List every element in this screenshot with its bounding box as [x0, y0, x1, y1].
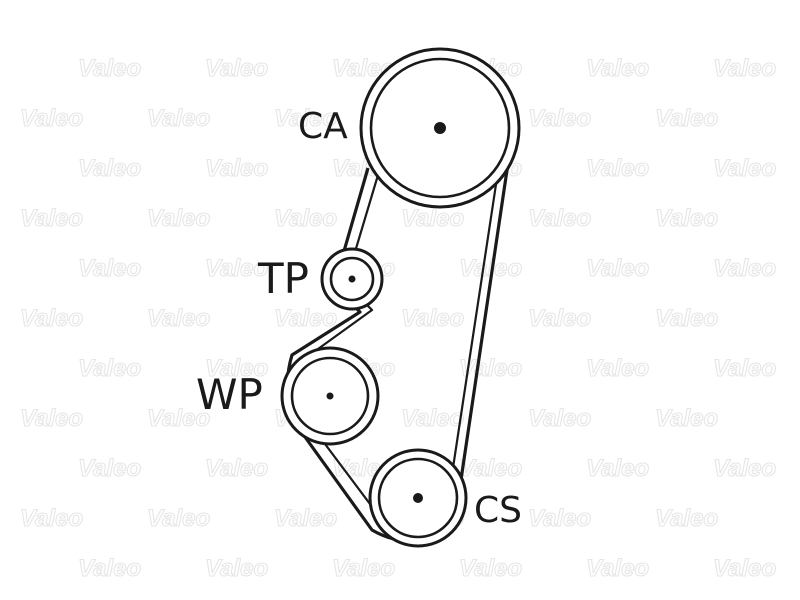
watermark-logo: Valeo: [655, 305, 718, 332]
watermark-logo: Valeo: [332, 555, 395, 582]
watermark-logo: Valeo: [459, 455, 522, 482]
label-tensioner: TP: [257, 254, 309, 303]
watermark-logo: Valeo: [713, 55, 776, 82]
watermark-logo: Valeo: [20, 305, 83, 332]
watermark-logo: Valeo: [78, 455, 141, 482]
watermark-logo: Valeo: [586, 455, 649, 482]
watermark-logo: Valeo: [713, 155, 776, 182]
watermark-logo: Valeo: [78, 255, 141, 282]
label-camshaft: CA: [298, 106, 348, 147]
crankshaft-hub-icon: [413, 493, 423, 503]
water-pump-hub-icon: [326, 392, 334, 400]
watermark-logo: Valeo: [655, 405, 718, 432]
watermark-logo: Valeo: [205, 455, 268, 482]
watermark-logo: Valeo: [205, 55, 268, 82]
watermark-logo: Valeo: [274, 205, 337, 232]
watermark-logo: Valeo: [655, 105, 718, 132]
watermark-logo: Valeo: [528, 105, 591, 132]
watermark-logo: Valeo: [20, 105, 83, 132]
watermark-logo: Valeo: [586, 355, 649, 382]
watermark-logo: Valeo: [78, 155, 141, 182]
camshaft-hub-icon: [434, 122, 446, 134]
watermark-logo: Valeo: [205, 555, 268, 582]
camshaft-pulley: [359, 47, 521, 209]
watermark-logo: Valeo: [205, 355, 268, 382]
watermark-logo: Valeo: [586, 155, 649, 182]
watermark-logo: Valeo: [274, 505, 337, 532]
watermark-logo: Valeo: [147, 105, 210, 132]
watermark-logo: Valeo: [713, 255, 776, 282]
watermark-logo: Valeo: [274, 105, 337, 132]
watermark-logo: Valeo: [147, 205, 210, 232]
tensioner-pulley: [320, 247, 384, 311]
watermark-logo: Valeo: [274, 305, 337, 332]
tensioner-hub-icon: [348, 275, 356, 283]
crankshaft-pulley: [368, 448, 468, 548]
watermark-logo: Valeo: [147, 305, 210, 332]
watermark-logo: Valeo: [586, 555, 649, 582]
watermark-logo: Valeo: [78, 355, 141, 382]
watermark-logo: Valeo: [655, 505, 718, 532]
label-crankshaft: CS: [474, 490, 522, 531]
water-pump-pulley: [280, 346, 380, 446]
water-pump-pulley-groove: [290, 356, 370, 436]
crankshaft-pulley-groove: [377, 457, 459, 539]
watermark-logo: Valeo: [586, 55, 649, 82]
watermark-logo: Valeo: [713, 455, 776, 482]
tensioner-pulley-groove: [329, 256, 375, 302]
watermark-logo: Valeo: [205, 255, 268, 282]
watermark-logo: Valeo: [459, 555, 522, 582]
watermark-logo: Valeo: [20, 405, 83, 432]
watermark-logo: Valeo: [205, 155, 268, 182]
watermark-logo: Valeo: [528, 205, 591, 232]
camshaft-pulley-groove: [369, 57, 511, 199]
watermark-logo: Valeo: [401, 205, 464, 232]
watermark-logo: Valeo: [147, 505, 210, 532]
watermark-logo: Valeo: [528, 405, 591, 432]
watermark-logo: Valeo: [713, 355, 776, 382]
watermark-logo: Valeo: [401, 305, 464, 332]
label-water-pump: WP: [196, 370, 263, 419]
watermark-logo: Valeo: [586, 255, 649, 282]
watermark-logo: Valeo: [528, 505, 591, 532]
watermark-logo: Valeo: [401, 405, 464, 432]
watermark-logo: Valeo: [147, 405, 210, 432]
watermark-logo: Valeo: [528, 305, 591, 332]
watermark-logo: Valeo: [20, 505, 83, 532]
watermark-logo: Valeo: [20, 205, 83, 232]
watermark-logo: Valeo: [78, 555, 141, 582]
watermark-logo: Valeo: [713, 555, 776, 582]
watermark-logo: Valeo: [655, 205, 718, 232]
watermark-logo: Valeo: [78, 55, 141, 82]
